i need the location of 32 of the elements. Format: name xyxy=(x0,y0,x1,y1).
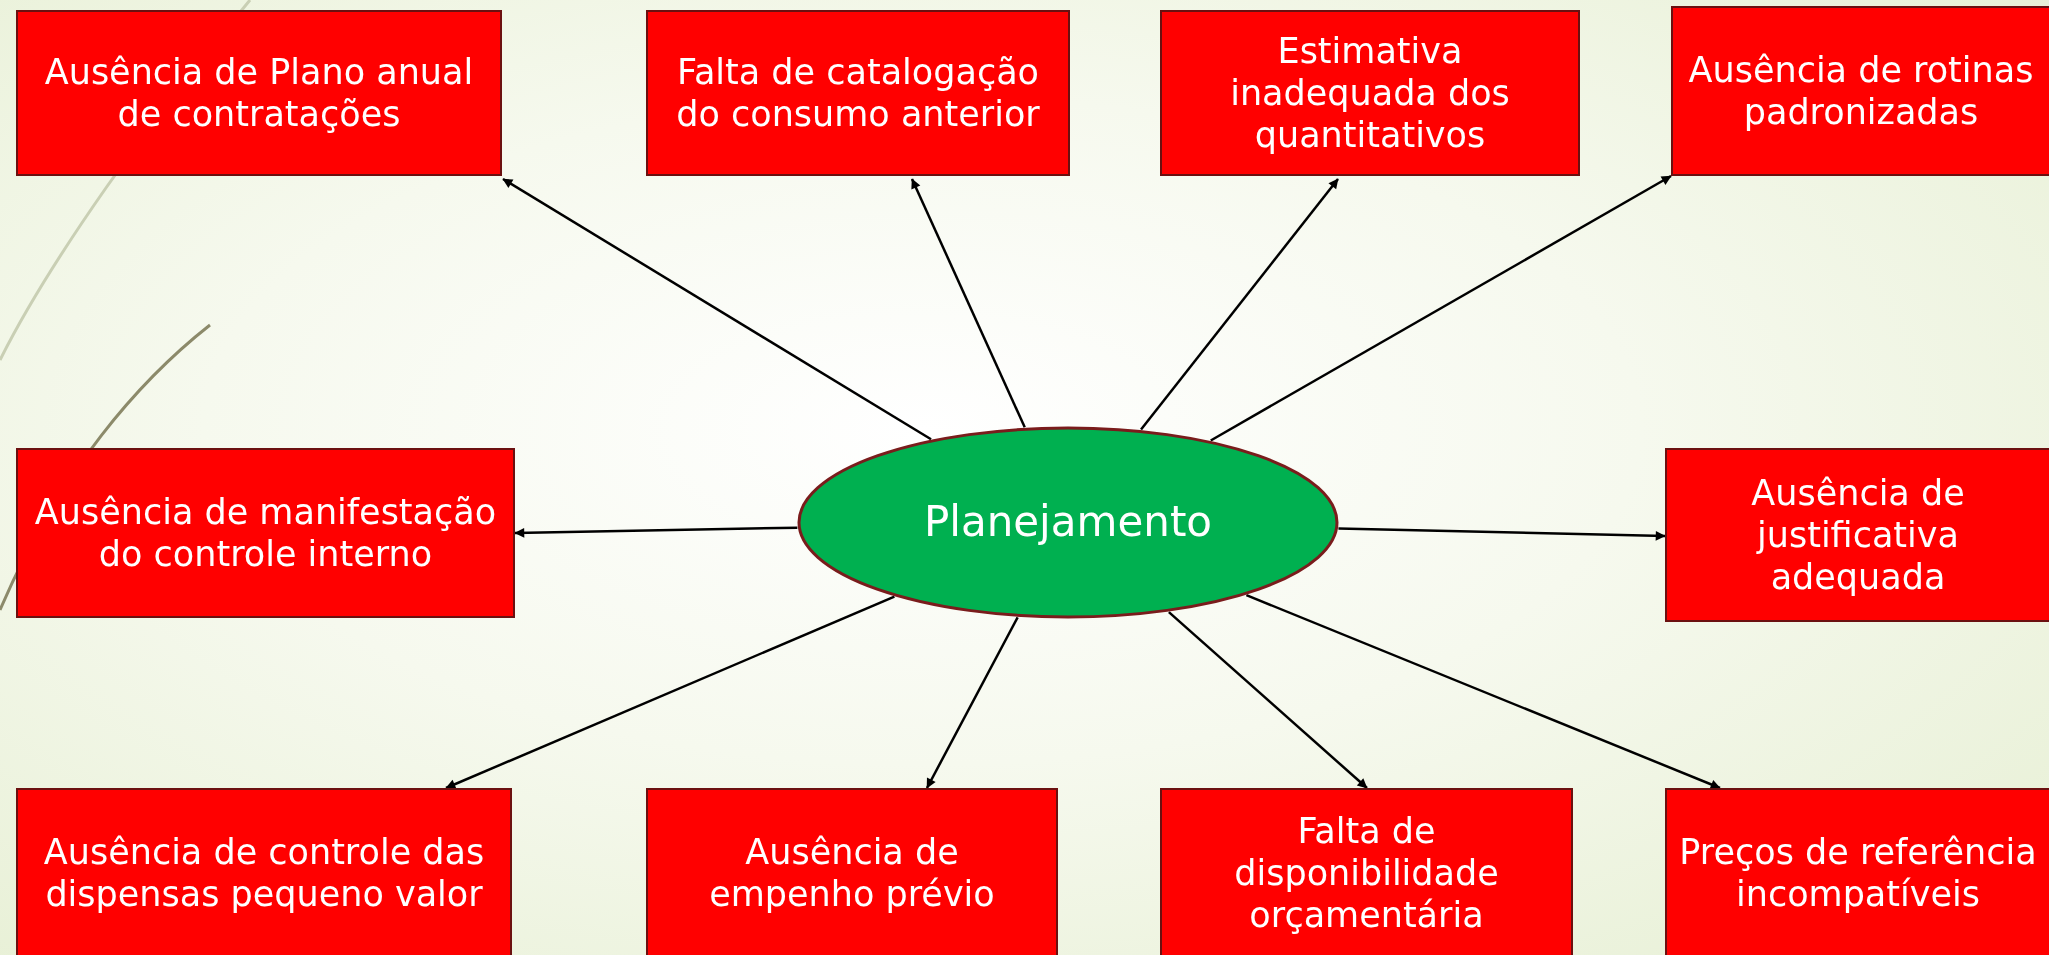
arrow xyxy=(1168,611,1368,789)
cause-box xyxy=(16,788,512,955)
cause-box xyxy=(16,10,502,176)
cause-label: Ausência de empenho prévio xyxy=(708,830,996,915)
cause-label: Ausência de justificativa adequada xyxy=(1750,472,1966,598)
cause-label: Preços de referência incompatíveis xyxy=(1678,830,2038,915)
arrow xyxy=(1210,174,1672,442)
arrow xyxy=(910,178,1026,428)
cause-label: Estimativa inadequada dos quantitativos xyxy=(1229,30,1511,156)
arrow xyxy=(1245,594,1721,790)
cause-box xyxy=(1665,448,2049,622)
cause-label: Falta de catalogação do consumo anterior xyxy=(675,51,1041,135)
cause-box xyxy=(1665,788,2049,955)
arrow xyxy=(1338,527,1666,541)
cause-label: Ausência de manifestação do controle interno xyxy=(33,491,498,575)
cause-label: Ausência de rotinas padronizadas xyxy=(1687,49,2035,133)
arrow xyxy=(925,616,1019,789)
cause-box xyxy=(16,448,515,618)
cause-box xyxy=(1671,6,2049,176)
cause-box xyxy=(646,10,1070,176)
central-ellipse xyxy=(797,426,1339,619)
arrow xyxy=(514,526,798,538)
cause-label: Ausência de Plano anual de contratações xyxy=(43,51,475,135)
cause-label: Ausência de controle das dispensas pequeno valor xyxy=(42,830,486,915)
cause-box xyxy=(1160,10,1580,176)
arrow xyxy=(1140,178,1339,431)
cause-box xyxy=(1160,788,1573,955)
arrow xyxy=(502,177,932,441)
arrow xyxy=(445,595,895,790)
cause-box xyxy=(646,788,1058,955)
cause-label: Falta de disponibilidade orçamentária xyxy=(1233,809,1500,936)
central-label: Planejamento xyxy=(922,497,1214,548)
